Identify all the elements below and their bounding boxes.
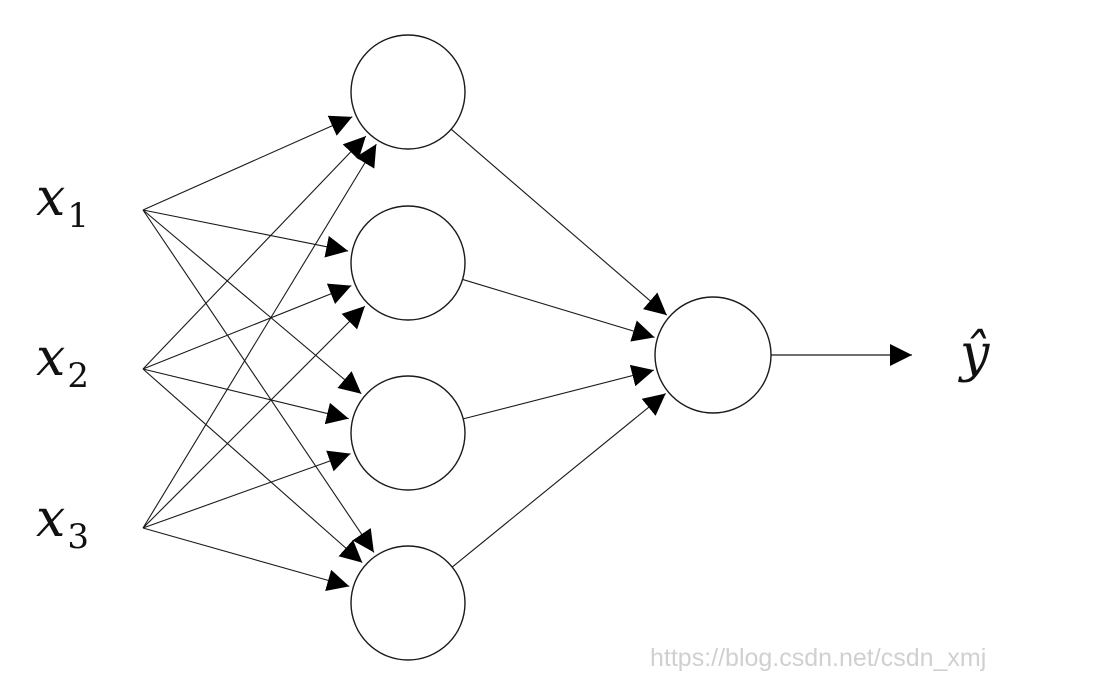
edge-x3-to-h4 <box>142 527 350 591</box>
edge-x1-to-h3 <box>142 209 362 395</box>
hidden-node-2 <box>350 205 466 321</box>
input-label-x3-sub: 3 <box>67 517 89 557</box>
input-label-x2-base: x <box>36 328 66 388</box>
output-label-y-hat: ŷ <box>960 324 990 384</box>
edge-x1-to-h2 <box>142 209 349 258</box>
edge-x2-to-h3 <box>142 368 349 425</box>
edge-h4-to-output <box>451 393 667 568</box>
edge-x1-to-h4 <box>142 209 375 553</box>
edge-x3-to-h1 <box>142 143 377 529</box>
input-label-x1-sub: 1 <box>67 196 89 236</box>
hidden-node-1 <box>350 34 466 150</box>
input-label-x1: x1 <box>36 172 89 233</box>
edge-h2-to-output <box>462 278 655 342</box>
output-node <box>654 296 772 414</box>
edge-x1-to-h1 <box>142 115 353 211</box>
input-label-x1-base: x <box>36 168 66 228</box>
input-label-x2: x2 <box>36 332 89 393</box>
input-label-x3-base: x <box>36 489 66 549</box>
edge-x2-to-h2 <box>142 283 352 370</box>
edge-h3-to-output <box>463 364 655 420</box>
input-label-x2-sub: 2 <box>67 356 89 396</box>
edge-x2-to-h4 <box>142 368 363 564</box>
neuron-nodes <box>350 34 772 661</box>
connection-edges <box>142 115 912 591</box>
hidden-node-3 <box>350 375 466 491</box>
edge-x3-to-h2 <box>142 305 366 529</box>
edge-h1-to-output <box>450 128 668 316</box>
edge-x2-to-h1 <box>142 135 367 370</box>
input-label-x3: x3 <box>36 493 89 554</box>
edge-x3-to-h3 <box>142 450 351 529</box>
watermark-text: https://blog.csdn.net/csdn_xmj <box>650 644 987 672</box>
hidden-node-4 <box>350 545 466 661</box>
